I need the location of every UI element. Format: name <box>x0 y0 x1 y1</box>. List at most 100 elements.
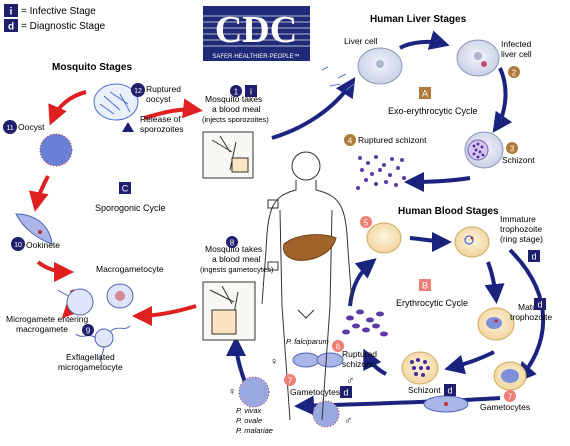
ruptured-oocyst-label-1: Ruptured <box>146 84 181 94</box>
logo-text: CDC <box>215 9 297 51</box>
infected-liver-cell <box>456 39 500 77</box>
male-symbol-bottom: ♂ <box>344 415 352 427</box>
stage-9-badge: 9 <box>82 324 94 336</box>
svg-text:A: A <box>422 89 428 99</box>
svg-text:11: 11 <box>6 125 13 132</box>
immature-trophozoite-label-3: (ring stage) <box>500 234 543 244</box>
liver-organ <box>283 234 337 261</box>
oocyst-label: Oocyst <box>18 122 45 132</box>
infective-stage-icon: i <box>4 4 18 18</box>
svg-text:6: 6 <box>336 343 341 352</box>
svg-text:d: d <box>8 22 14 33</box>
p-falciparum-label: P. falciparum <box>286 337 329 346</box>
stage-4-badge: 4 <box>344 134 356 146</box>
mature-trophozoite-label-2: trophozoite <box>510 312 552 322</box>
cycle-c-badge: C <box>119 182 131 194</box>
svg-text:i: i <box>10 7 13 18</box>
svg-text:8: 8 <box>230 239 235 248</box>
ring-stage-cell <box>454 226 490 258</box>
blood-meal-8-label-2: a blood meal <box>212 254 261 264</box>
svg-text:10: 10 <box>14 242 22 249</box>
svg-text:i: i <box>250 87 252 97</box>
blood-meal-1-label-3: (injects sporozoites) <box>202 115 269 124</box>
ruptured-schizont-merozoites <box>356 155 406 190</box>
ruptured-blood-schizont-label-2: schizont <box>342 359 374 369</box>
exflagellated-label-1: Exflagellated <box>66 352 115 362</box>
svg-text:d: d <box>531 252 536 262</box>
mosquito-bite-bottom <box>202 281 256 341</box>
svg-text:12: 12 <box>134 88 142 95</box>
liver-cell-label: Liver cell <box>344 36 378 46</box>
stage-11-badge: 11 <box>3 120 17 134</box>
diagnostic-badge-schizont: d <box>444 384 456 396</box>
diagnostic-stage-icon: d <box>4 19 18 33</box>
p-ovale-label: P. ovale <box>236 416 262 425</box>
ruptured-blood-schizont-label-1: Ruptured <box>342 349 377 359</box>
svg-text:B: B <box>422 281 428 291</box>
infected-liver-cell-label-1: Infected <box>501 39 532 49</box>
cycle-b-badge: B <box>419 279 431 291</box>
diagnostic-badge-mature: d <box>534 298 546 310</box>
svg-text:7: 7 <box>288 377 293 386</box>
liver-cell <box>357 47 403 85</box>
svg-text:4: 4 <box>348 137 353 146</box>
blood-schizont-cell <box>401 351 439 385</box>
red-blood-cell-5 <box>366 222 402 254</box>
svg-text:7: 7 <box>508 393 513 402</box>
falciparum-gametocytes <box>292 352 344 368</box>
stage-6-badge: 6 <box>332 340 344 352</box>
banana-gametocyte <box>423 395 469 413</box>
blood-meal-1-label-1: Mosquito takes <box>205 94 262 104</box>
svg-text:2: 2 <box>512 69 517 78</box>
sporozoite-wisps <box>321 66 355 91</box>
diagnostic-stage-legend: = Diagnostic Stage <box>21 21 106 32</box>
stage-7-badge-right: 7 <box>504 390 516 402</box>
svg-text:9: 9 <box>86 327 91 336</box>
legend: i = Infective Stage d = Diagnostic Stage <box>4 4 106 33</box>
mature-trophozoite-label-1: Mature <box>518 302 545 312</box>
mature-trophozoite-cell <box>477 307 515 341</box>
ruptured-schizont-label: Ruptured schizont <box>358 135 427 145</box>
blood-stages-heading: Human Blood Stages <box>398 206 499 217</box>
release-of-sporozoites-label-1: Release of <box>140 114 181 124</box>
microgamete-entering-macrogamete <box>57 288 94 316</box>
blood-gametocytes-label: Gametocytes <box>480 402 530 412</box>
stage-8-badge: 8 <box>226 236 238 248</box>
exflagellated-label-2: microgametocyte <box>58 362 123 372</box>
svg-text:d: d <box>343 388 348 398</box>
liver-stages-heading: Human Liver Stages <box>370 14 467 25</box>
macrogametocyte <box>106 283 134 309</box>
mosquito-bite-top <box>202 131 254 179</box>
liver-schizont-label: Schizont <box>502 155 535 165</box>
microgamete-label-1: Microgamete entering <box>6 314 88 324</box>
microgamete-label-2: macrogamete <box>16 324 68 334</box>
human-silhouette <box>261 151 353 421</box>
vivax-gametocytes <box>238 376 340 428</box>
stage-2-badge: 2 <box>508 66 520 78</box>
immature-trophozoite-label-1: Immature <box>500 214 536 224</box>
female-symbol-top: ♀ <box>270 356 278 368</box>
sporogonic-cycle-label: Sporogonic Cycle <box>95 203 166 213</box>
p-vivax-label: P. vivax <box>236 406 262 415</box>
ruptured-blood-schizont <box>342 309 388 337</box>
blood-schizont-label: Schizont <box>408 385 441 395</box>
infected-liver-cell-label-2: liver cell <box>501 49 532 59</box>
stage-5-badge: 5 <box>360 216 372 228</box>
svg-text:C: C <box>122 184 129 194</box>
exflagellated-microgametocyte <box>75 325 131 365</box>
blood-meal-1-label-2: a blood meal <box>212 104 261 114</box>
diagnostic-badge-ring: d <box>528 250 540 262</box>
blood-meal-8-label-3: (ingests gametocytes) <box>200 265 274 274</box>
oocyst <box>39 133 73 167</box>
liver-schizont <box>464 131 504 169</box>
exo-erythrocytic-cycle-label: Exo-erythrocytic Cycle <box>388 106 478 116</box>
cycle-a-badge: A <box>419 87 431 99</box>
svg-text:5: 5 <box>364 219 369 228</box>
stage-7-badge-left: 7 <box>284 374 296 386</box>
svg-text:d: d <box>447 386 452 396</box>
bottom-gametocytes-label: Gametocytes <box>290 387 340 397</box>
stage-1-badge: 1 i <box>230 85 257 97</box>
ookinete-label: Ookinete <box>26 240 60 250</box>
ruptured-oocyst-label-2: oocyst <box>146 94 171 104</box>
ookinete <box>15 213 53 245</box>
